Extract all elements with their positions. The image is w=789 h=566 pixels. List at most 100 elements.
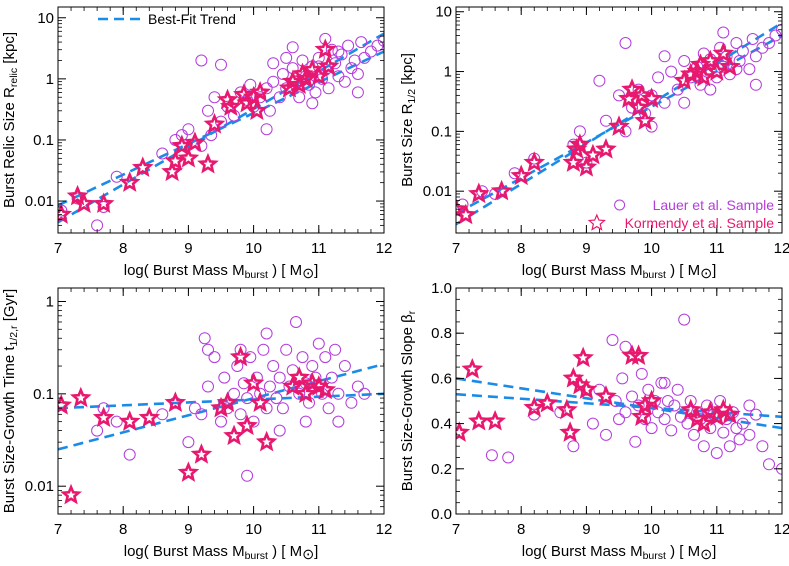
data-point-circle xyxy=(188,402,201,415)
data-point-circle xyxy=(619,340,632,353)
legend-label: Best-Fit Trend xyxy=(148,11,236,27)
data-point-star xyxy=(634,109,656,131)
data-point-circle xyxy=(202,380,214,393)
data-point-circle xyxy=(228,387,240,400)
data-point-circle xyxy=(668,399,681,412)
y-tick-label: 10 xyxy=(435,4,452,21)
data-point-circle xyxy=(306,360,319,372)
data-point-circle xyxy=(358,387,371,400)
plot-area xyxy=(58,32,384,232)
x-tick-label: 12 xyxy=(774,521,789,538)
y-tick-label: 0.01 xyxy=(25,478,54,495)
data-point-circle xyxy=(241,392,254,405)
data-point-circle xyxy=(642,383,655,396)
data-point-star xyxy=(184,131,206,152)
label-part: ] xyxy=(712,262,716,279)
data-point-circle xyxy=(97,402,110,415)
data-point-circle xyxy=(743,428,756,441)
label-part: relic xyxy=(8,68,20,87)
data-point-circle xyxy=(600,428,612,441)
data-point-star xyxy=(60,483,82,505)
data-point-circle xyxy=(312,337,325,350)
y-tick-label: 0.0 xyxy=(431,506,452,523)
data-point-star xyxy=(536,391,559,413)
data-point-circle xyxy=(276,68,289,80)
data-point-star xyxy=(171,134,193,156)
label-part: log( Burst Mass M xyxy=(522,543,643,560)
data-point-circle xyxy=(325,371,338,384)
x-tick-label: 11 xyxy=(709,240,725,257)
label-part: ] xyxy=(712,543,716,560)
data-point-star xyxy=(582,143,604,165)
data-point-star xyxy=(630,83,653,105)
data-point-circle xyxy=(332,387,345,400)
data-point-circle xyxy=(293,91,306,104)
data-point-circle xyxy=(567,440,580,453)
data-point-star xyxy=(138,406,161,428)
legend-label: Kormendy et al. Sample xyxy=(625,215,775,231)
data-point-star xyxy=(719,403,741,424)
label-part: ] xyxy=(314,262,318,279)
data-point-circle xyxy=(665,424,678,437)
data-point-circle xyxy=(701,399,713,412)
data-point-circle xyxy=(358,51,371,64)
x-tick-label: 10 xyxy=(245,521,262,538)
x-tick-label: 10 xyxy=(245,240,262,257)
data-point-circle xyxy=(619,406,632,419)
x-axis-label: log( Burst Mass Mburst ) [ M⊙] xyxy=(124,262,319,282)
y-tick-label: 0.4 xyxy=(431,416,452,433)
label-part: r xyxy=(406,310,418,314)
label-part: ) [ M xyxy=(666,262,700,279)
data-point-star xyxy=(595,385,617,406)
data-point-circle xyxy=(267,57,280,70)
data-point-star xyxy=(197,152,219,174)
data-point-star xyxy=(562,151,585,172)
data-point-star xyxy=(223,424,245,446)
label-part: burst xyxy=(643,269,666,281)
data-point-circle xyxy=(626,390,638,403)
y-axis-label: Burst Size R1/2 [kpc] xyxy=(399,53,418,187)
label-part: 1/2,r xyxy=(8,325,20,347)
data-point-star xyxy=(699,49,722,71)
y-tick-label: 0.8 xyxy=(431,325,452,342)
label-part: ⊙ xyxy=(700,547,712,563)
data-point-circle xyxy=(97,201,110,213)
data-point-star xyxy=(255,430,278,452)
data-point-circle xyxy=(273,91,286,104)
x-tick-label: 8 xyxy=(517,521,525,538)
x-tick-label: 7 xyxy=(54,240,62,257)
data-point-circle xyxy=(665,65,678,78)
data-point-star xyxy=(219,95,242,116)
data-point-star xyxy=(131,156,154,178)
data-point-star xyxy=(595,137,617,159)
data-point-star xyxy=(249,391,271,413)
trend-line xyxy=(456,34,782,215)
data-point-star xyxy=(621,78,643,99)
data-point-star xyxy=(249,81,271,102)
legend-label: Lauer et al. Sample xyxy=(653,197,775,213)
label-part: Burst Relic Size R xyxy=(1,87,18,208)
y-tick-label: 1.0 xyxy=(431,280,452,297)
data-point-star xyxy=(692,412,715,433)
data-point-circle xyxy=(91,424,104,437)
data-point-circle xyxy=(351,86,364,99)
label-part: log( Burst Mass M xyxy=(124,543,245,560)
data-point-circle xyxy=(332,45,345,58)
y-axis-label: Burst Relic Size Rrelic [kpc] xyxy=(1,32,20,208)
data-point-circle xyxy=(306,97,319,110)
x-tick-label: 8 xyxy=(119,240,127,257)
data-point-circle xyxy=(309,86,322,99)
data-point-star xyxy=(679,398,702,420)
data-point-star xyxy=(190,443,213,464)
data-point-circle xyxy=(632,399,645,412)
data-point-star xyxy=(203,112,226,134)
data-point-circle xyxy=(678,313,691,326)
data-point-circle xyxy=(776,23,782,36)
data-point-star xyxy=(314,378,337,400)
data-point-circle xyxy=(502,451,515,464)
x-tick-label: 11 xyxy=(311,240,327,257)
data-point-star xyxy=(229,345,252,367)
label-part: ⊙ xyxy=(700,266,712,282)
data-point-circle xyxy=(182,436,195,449)
